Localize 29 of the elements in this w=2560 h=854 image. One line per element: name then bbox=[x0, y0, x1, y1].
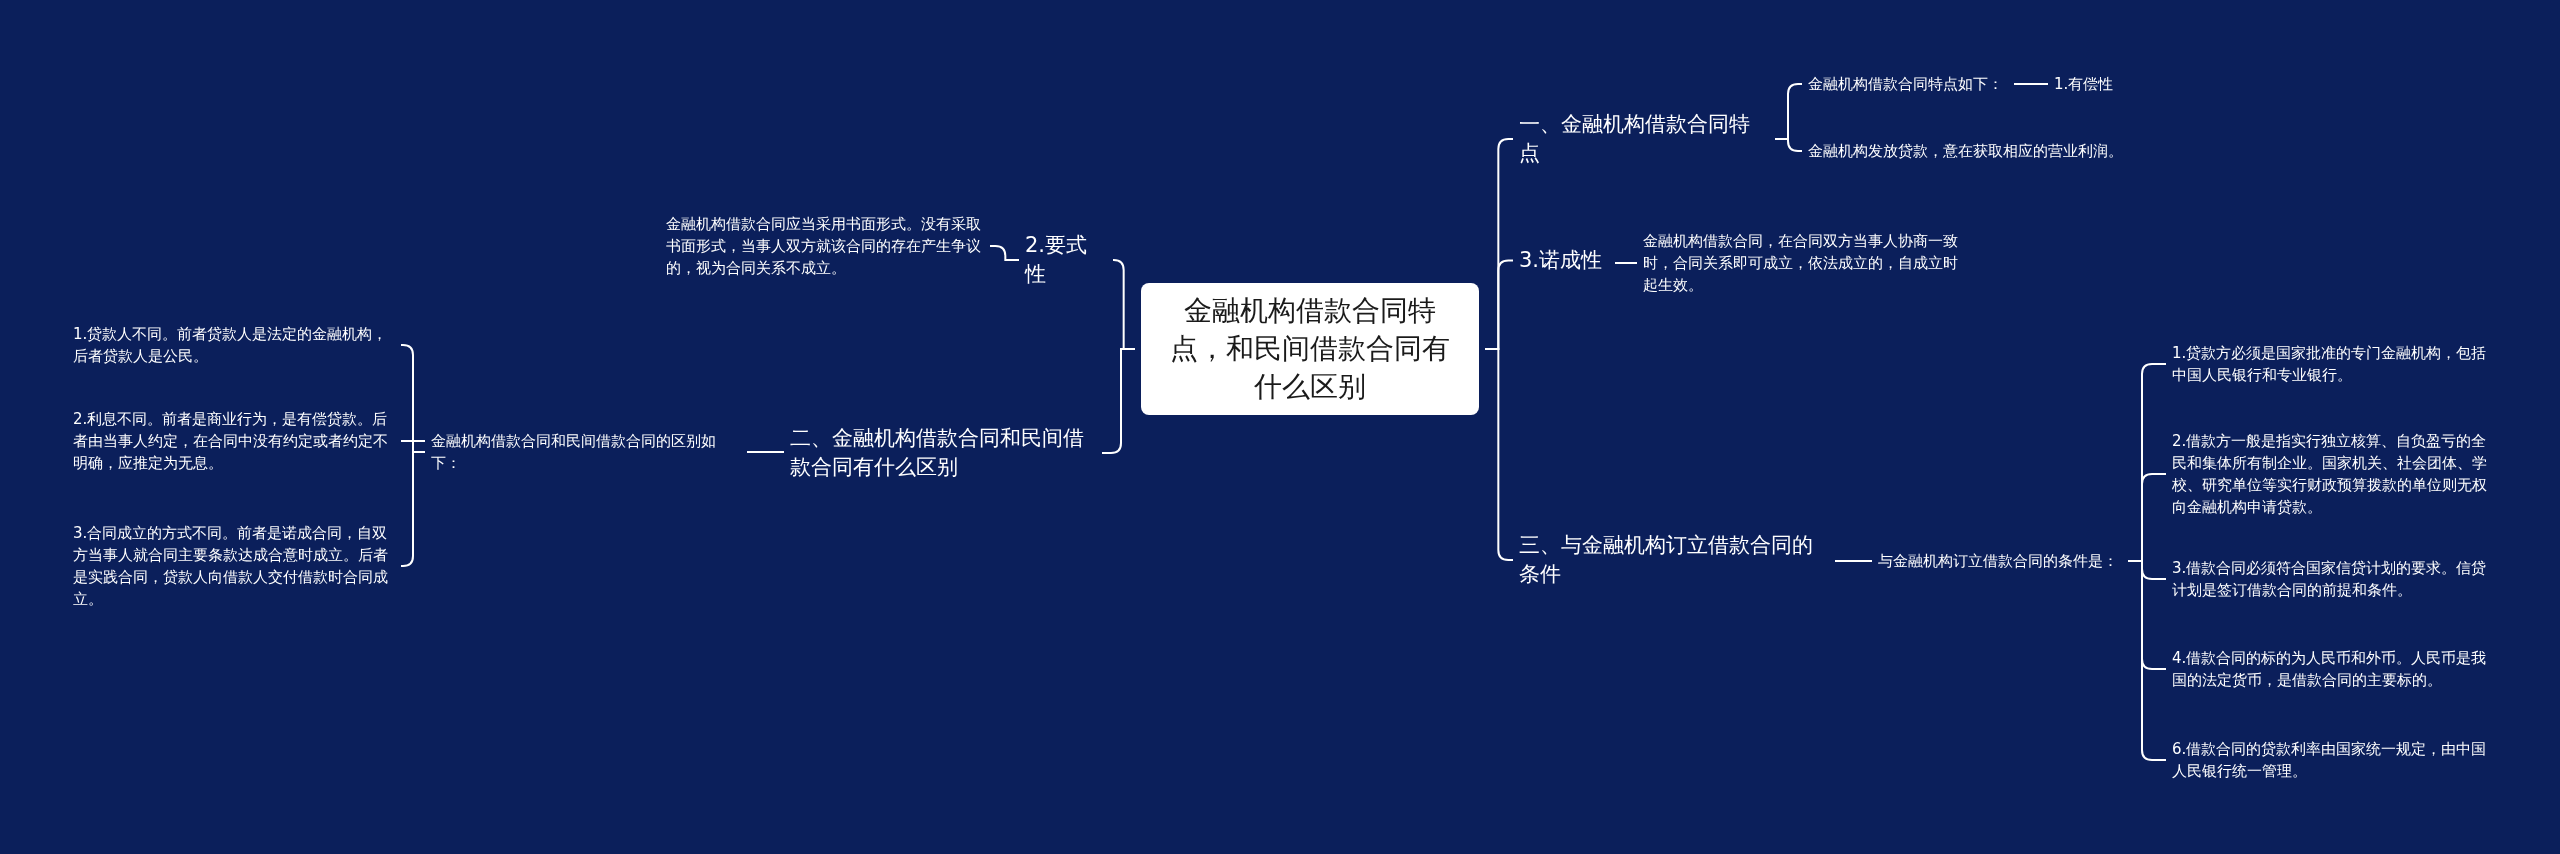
subtopic-text: 1.有偿性 bbox=[2054, 73, 2124, 95]
connector-line bbox=[989, 245, 1020, 261]
note-text: 1.贷款方必须是国家批准的专门金融机构，包括中国人民银行和专业银行。 bbox=[2172, 342, 2494, 386]
topic-text: 三、与金融机构订立借款合同的条件 bbox=[1519, 531, 1829, 589]
connector-line bbox=[746, 451, 785, 453]
note-text: 金融机构发放贷款，意在获取相应的营业利润。 bbox=[1808, 140, 2128, 162]
connector-line bbox=[2013, 83, 2049, 85]
topic-text: 二、金融机构借款合同和民间借款合同有什么区别 bbox=[790, 424, 1096, 482]
connector-line bbox=[400, 440, 426, 442]
subtopic-text: 与金融机构订立借款合同的条件是： bbox=[1878, 550, 2122, 572]
note-text: 3.借款合同必须符合国家信贷计划的要求。信贷计划是签订借款合同的前提和条件。 bbox=[2172, 557, 2494, 601]
subtopic-text: 金融机构借款合同和民间借款合同的区别如下： bbox=[431, 430, 741, 474]
note-text: 6.借款合同的贷款利率由国家统一规定，由中国人民银行统一管理。 bbox=[2172, 738, 2494, 782]
note-text: 金融机构借款合同应当采用书面形式。没有采取书面形式，当事人双方就该合同的存在产生争议的，视为合同关系不成立。 bbox=[666, 213, 984, 279]
topic-text: 2.要式性 bbox=[1025, 231, 1107, 289]
central-topic-box: 金融机构借款合同特点，和民间借款合同有什么区别 bbox=[1141, 283, 1479, 415]
connector-line bbox=[400, 451, 426, 567]
note-text: 2.利息不同。前者是商业行为，是有偿贷款。后者由当事人约定，在合同中没有约定或者约定不明确，应推定为无息。 bbox=[73, 408, 395, 474]
note-text: 金融机构借款合同，在合同双方当事人协商一致时，合同关系即可成立，依法成立的，自成立时起生效。 bbox=[1643, 230, 1961, 296]
topic-text: 一、金融机构借款合同特点 bbox=[1519, 110, 1769, 168]
topic-text: 3.诺成性 bbox=[1519, 246, 1609, 275]
connector-line bbox=[1614, 262, 1638, 264]
subtopic-text: 金融机构借款合同特点如下： bbox=[1808, 73, 2008, 95]
note-text: 4.借款合同的标的为人民币和外币。人民币是我国的法定货币，是借款合同的主要标的。 bbox=[2172, 647, 2494, 691]
note-text: 1.贷款人不同。前者贷款人是法定的金融机构，后者贷款人是公民。 bbox=[73, 323, 395, 367]
note-text: 2.借款方一般是指实行独立核算、自负盈亏的全民和集体所有制企业。国家机关、社会团体、学校、研究单位等实行财政预算拨款的单位则无权向金融机构申请贷款。 bbox=[2172, 430, 2494, 518]
connector-line bbox=[1774, 138, 1803, 152]
note-text: 3.合同成立的方式不同。前者是诺成合同，自双方当事人就合同主要条款达成合意时成立。后者是实践合同，贷款人向借款人交付借款时合同成立。 bbox=[73, 522, 395, 610]
connector-line bbox=[1834, 560, 1873, 562]
